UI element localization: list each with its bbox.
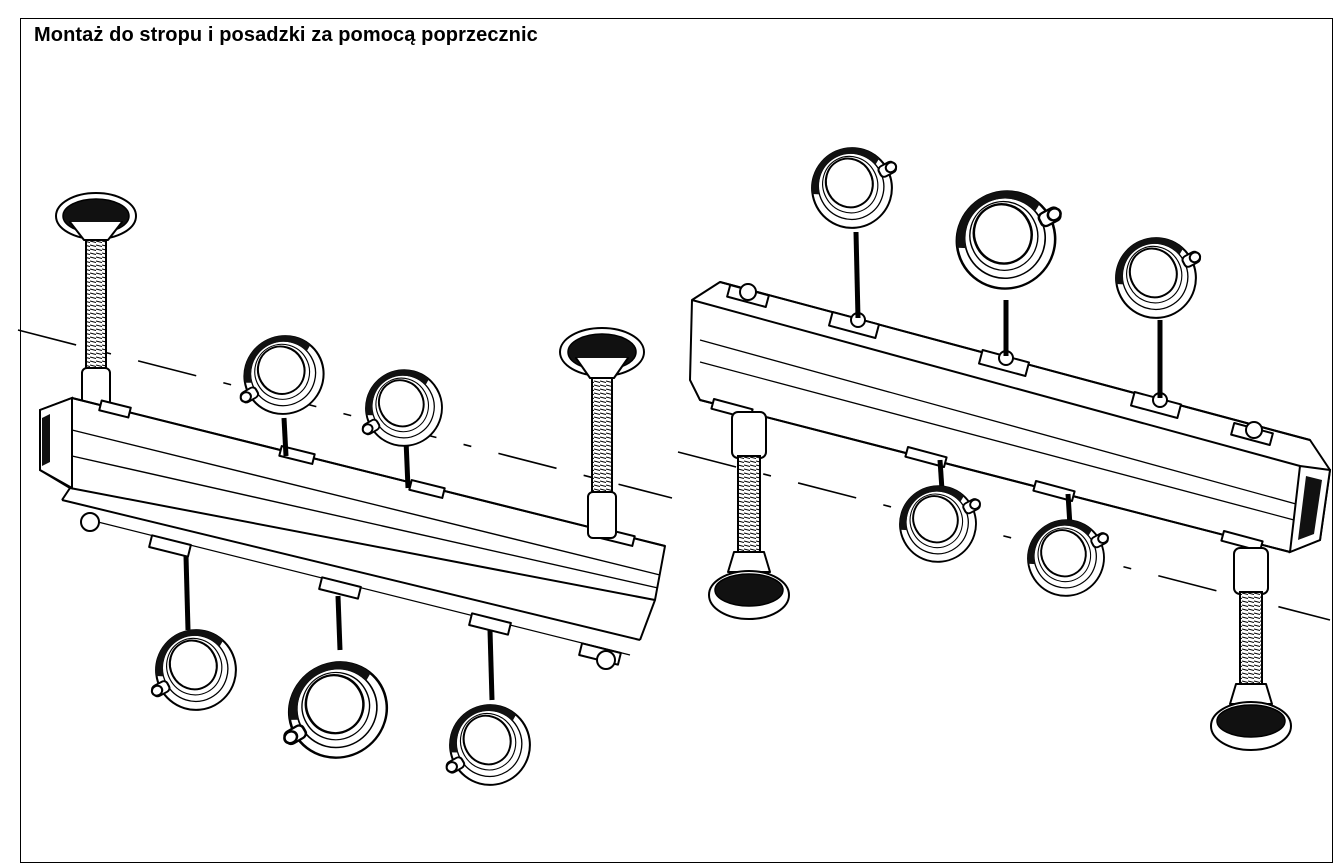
pipe-axis-line [677,451,1331,621]
floor-rod-right [1210,547,1292,751]
pipe-clamp [343,354,457,489]
pipe-clamp [938,166,1084,356]
pipe-clamp [796,128,916,319]
pipe-clamp [220,320,339,457]
pipe-axis-line [17,329,673,499]
right-assembly [677,128,1332,751]
pipe-clamp [1013,493,1127,611]
ceiling-rod-left [55,192,137,407]
crossbar-beam-right [689,281,1332,554]
page-title: Montaż do stropu i posadzki za pomocą po… [34,24,538,46]
pipe-clamp [885,459,999,577]
ceiling-rod-right [559,327,645,539]
pipe-clamp [426,629,546,806]
pipe-clamp [259,595,406,783]
left-assembly [17,192,673,806]
pipe-clamp [132,555,251,730]
floor-rod-left [708,411,790,620]
crossbar-beam-left [39,396,666,670]
pipe-clamp [1100,218,1220,398]
